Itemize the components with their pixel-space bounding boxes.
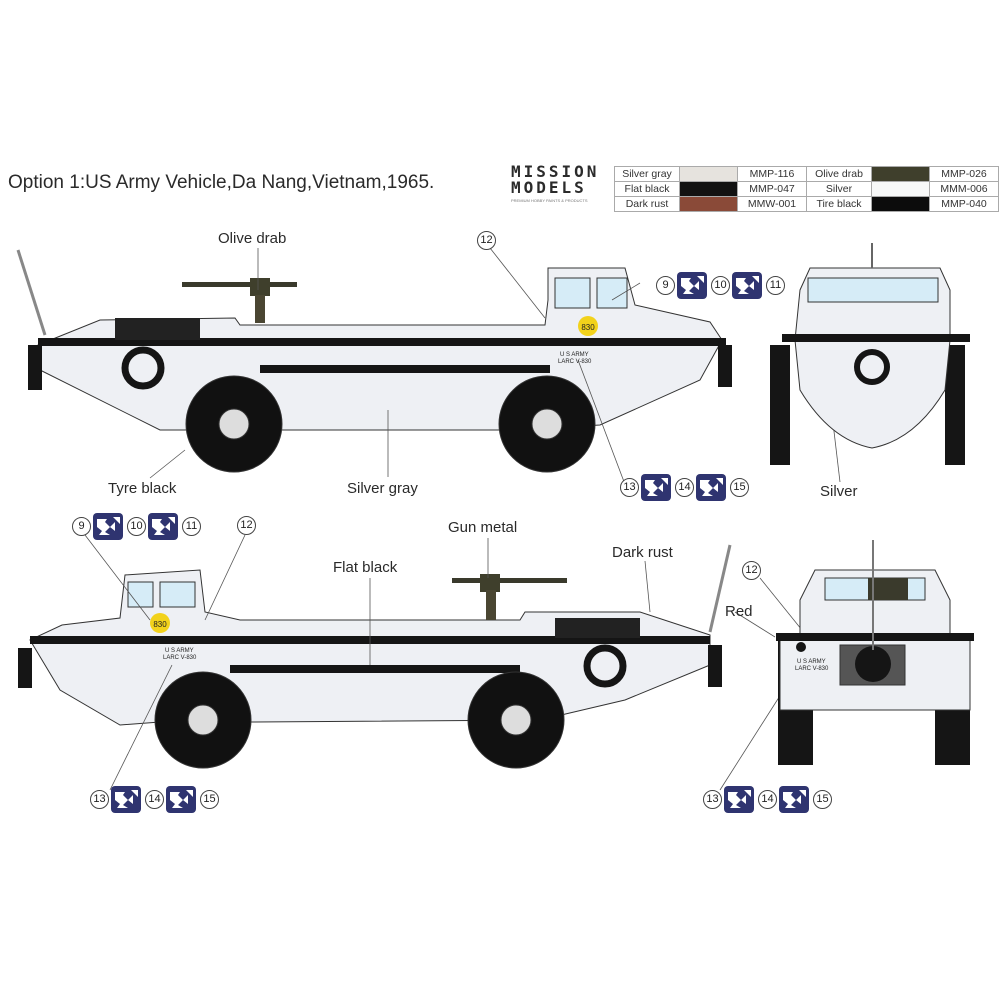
paint-code: MMP-047: [737, 181, 807, 197]
machine-gun-2: [452, 574, 567, 620]
decal-insignia-icon: [696, 474, 726, 501]
life-ring: [121, 346, 165, 390]
logo-line2: MODELS: [511, 178, 587, 197]
callout-olive-drab: Olive drab: [218, 230, 287, 247]
decal-number: 15: [813, 790, 832, 809]
cab-window-2: [596, 277, 628, 309]
paint-name: Flat black: [614, 181, 680, 197]
callout-flat-black: Flat black: [333, 559, 398, 576]
decal-number-12: 12: [477, 231, 496, 250]
unit-marking-2-line2: LARC V-830: [163, 655, 197, 661]
decal-number: 9: [72, 517, 91, 536]
decal-number: 14: [758, 790, 777, 809]
hull-number-disc: [578, 316, 598, 336]
callout-dark-rust: Dark rust: [612, 544, 673, 561]
paint-code: MMM-006: [929, 181, 999, 197]
paint-swatch: [871, 196, 930, 212]
decal-number-12: 12: [237, 516, 256, 535]
unit-marking-line1: U S ARMY: [560, 352, 589, 358]
decal-number: 10: [127, 517, 146, 536]
unit-marking-3-line2: LARC V-830: [795, 666, 829, 672]
paint-code: MMP-040: [929, 196, 999, 212]
decal-insignia-icon: [732, 272, 762, 299]
decal-number: 15: [730, 478, 749, 497]
hull-number: 830: [581, 323, 595, 332]
decal-number: 13: [703, 790, 722, 809]
decal-number: 13: [620, 478, 639, 497]
decal-number: 13: [90, 790, 109, 809]
paint-name: Tire black: [806, 196, 872, 212]
callout-gun-metal: Gun metal: [448, 519, 518, 536]
decal-insignia-icon: [779, 786, 809, 813]
unit-marking-3-line1: U S ARMY: [797, 659, 826, 665]
deck-grille: [115, 318, 200, 340]
callout-silver-gray: Silver gray: [347, 480, 418, 497]
callout-tyre-black: Tyre black: [108, 480, 177, 497]
decal-insignia-icon: [724, 786, 754, 813]
leader-lines-top: [149, 247, 841, 488]
rear-view: U S ARMY LARC V-830: [776, 540, 974, 765]
decal-number: 15: [200, 790, 219, 809]
decal-number-12: 12: [742, 561, 761, 580]
unit-marking-2-line1: U S ARMY: [165, 648, 194, 654]
side-view-right: 830 U S ARMY LARC V-830: [18, 544, 732, 769]
paint-name: Dark rust: [614, 196, 680, 212]
paint-code: MMW-001: [737, 196, 807, 212]
leader-lines-bottom: [84, 534, 811, 791]
hull-number-2: 830: [153, 620, 167, 629]
callout-silver: Silver: [820, 483, 858, 500]
decal-number: 11: [766, 276, 785, 295]
decal-insignia-icon: [677, 272, 707, 299]
decal-number: 9: [656, 276, 675, 295]
cab-window: [554, 277, 591, 309]
front-view: [770, 243, 970, 465]
side-view-left: 830 U S ARMY LARC V-830: [16, 249, 732, 473]
decal-number: 11: [182, 517, 201, 536]
decal-number: 10: [711, 276, 730, 295]
decal-insignia-icon: [148, 513, 178, 540]
bumper-rear: [718, 345, 732, 387]
option-title: Option 1:US Army Vehicle,Da Nang,Vietnam…: [8, 172, 435, 193]
logo-tagline: PREMIUM HOBBY PAINTS & PRODUCTS: [511, 198, 588, 203]
decal-insignia-icon: [111, 786, 141, 813]
decal-insignia-icon: [641, 474, 671, 501]
machine-gun: [182, 278, 297, 323]
callout-red: Red: [725, 603, 753, 620]
decal-insignia-icon: [166, 786, 196, 813]
logo-line1: MISSION: [511, 162, 600, 181]
decal-number: 14: [145, 790, 164, 809]
decal-insignia-icon: [93, 513, 123, 540]
decal-number: 14: [675, 478, 694, 497]
mission-models-logo: MISSION MODELS PREMIUM HOBBY PAINTS & PR…: [511, 162, 611, 204]
paint-swatch: [679, 181, 738, 197]
unit-marking-line2: LARC V-830: [558, 359, 592, 365]
bumper-front: [28, 345, 42, 390]
